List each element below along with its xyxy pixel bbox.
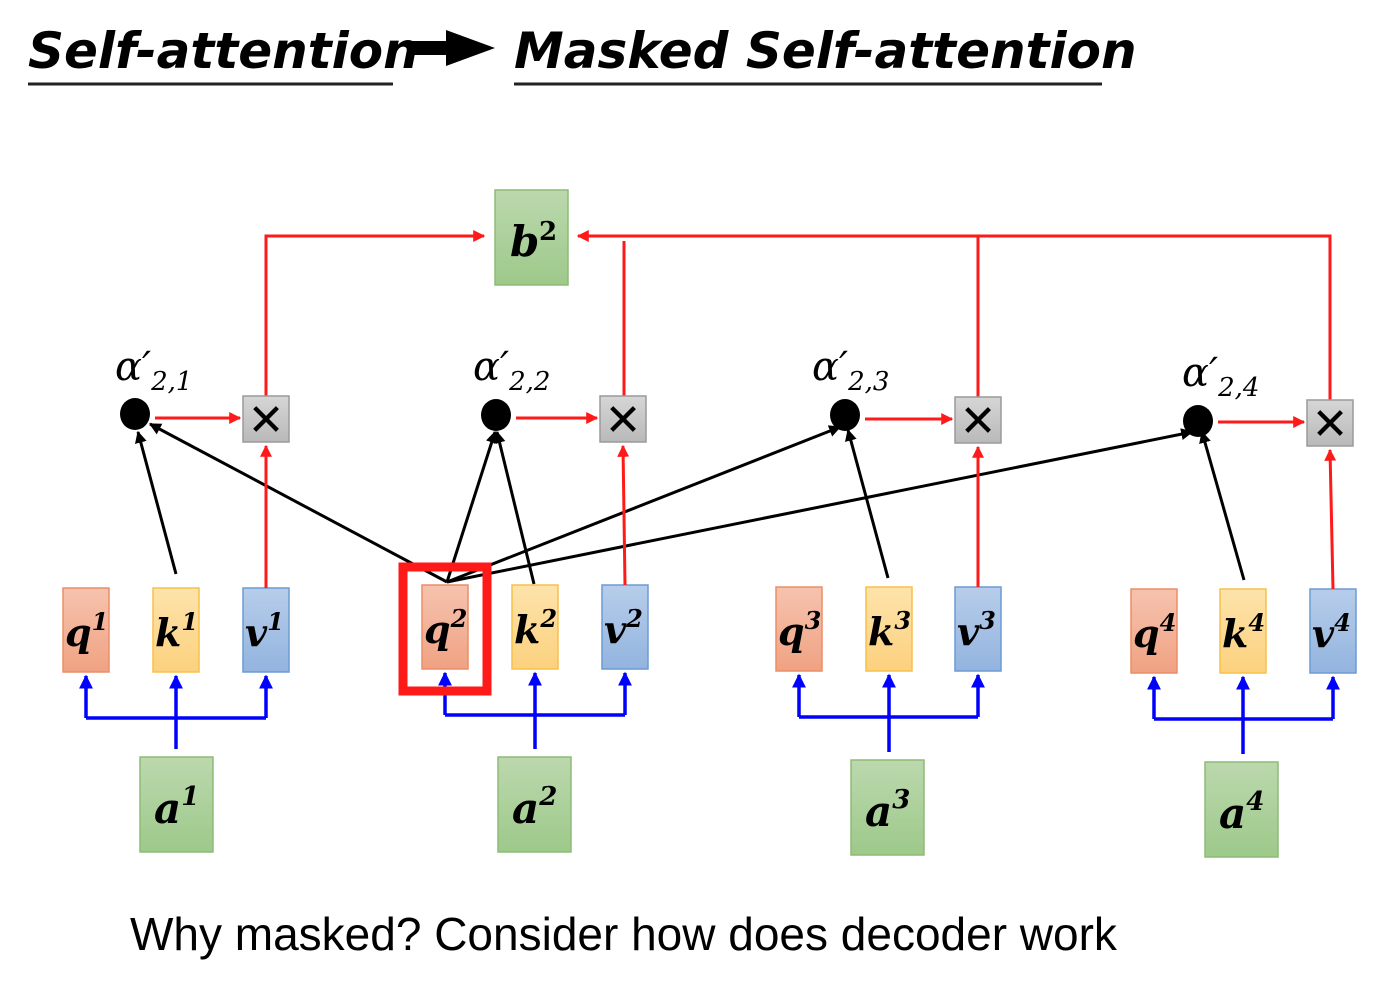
k1-to-alpha21 bbox=[134, 430, 178, 575]
title-self-attention: Self-attention bbox=[28, 22, 419, 80]
title-masked-self-attention: Masked Self-attention bbox=[514, 22, 1137, 80]
input-box-3: a3 bbox=[850, 759, 925, 856]
value-box-4-index: 4 bbox=[1334, 608, 1351, 637]
query-box-1-index: 1 bbox=[92, 607, 109, 636]
value-box-2-label: v2 bbox=[604, 604, 643, 652]
input-box-2-index: 2 bbox=[538, 782, 557, 812]
flow-x1-to-b2 bbox=[264, 230, 486, 397]
value-box-3-label: v3 bbox=[957, 606, 996, 654]
key-box-1: k1 bbox=[152, 587, 200, 673]
attention-weight-dot-2 bbox=[481, 399, 511, 431]
query-box-2: q2 bbox=[421, 584, 469, 670]
k2-to-alpha22 bbox=[493, 430, 536, 585]
input-box-2: a2 bbox=[497, 756, 572, 853]
svg-text:✕: ✕ bbox=[960, 396, 997, 447]
column-3: q3 k3 v3 a3 α′2,3 ✕ bbox=[775, 344, 1002, 856]
attention-weight-label-4: α′2,4 bbox=[1182, 350, 1259, 403]
k4-to-alpha24 bbox=[1199, 430, 1246, 581]
svg-text:✕: ✕ bbox=[248, 395, 285, 446]
key-box-4-index: 4 bbox=[1248, 608, 1265, 637]
q2-to-alpha22 bbox=[445, 430, 498, 583]
token-columns: q1 k1 v1 a1 α′2,1 ✕ q2 k2 v2 a2 α′2,2 ✕ q3 k3 v3 a3 α′2,… bbox=[62, 344, 1357, 858]
key-box-3-label: k3 bbox=[868, 606, 911, 654]
value-box-1-label: v1 bbox=[245, 607, 284, 655]
output-symbol: b bbox=[510, 217, 539, 266]
weighted-sum-flow bbox=[264, 230, 1332, 400]
key-box-4: k4 bbox=[1219, 588, 1267, 674]
svg-text:✕: ✕ bbox=[1312, 399, 1349, 450]
output-index: 2 bbox=[539, 217, 557, 247]
svg-text:✕: ✕ bbox=[605, 395, 642, 446]
key-box-1-index: 1 bbox=[181, 607, 198, 636]
value-box-2: v2 bbox=[601, 584, 649, 670]
attention-weight-sub-1: 2,1 bbox=[150, 367, 192, 397]
attention-weight-dot-3 bbox=[830, 399, 860, 431]
flow-x4-to-b2 bbox=[576, 230, 1332, 400]
input-box-1: a1 bbox=[139, 756, 214, 853]
q2-to-alpha21 bbox=[148, 422, 448, 584]
input-box-4-index: 4 bbox=[1246, 787, 1264, 817]
attention-weight-dot-4 bbox=[1183, 405, 1213, 437]
key-box-2-index: 2 bbox=[539, 604, 557, 633]
multiply-icon-2: ✕ bbox=[599, 395, 647, 446]
value-box-1: v1 bbox=[242, 587, 290, 673]
arrow-right-icon bbox=[410, 30, 495, 66]
input-box-1-index: 1 bbox=[181, 782, 199, 812]
query-box-4-label: q4 bbox=[1133, 608, 1176, 656]
q2-to-alpha23 bbox=[446, 425, 842, 584]
key-box-4-label: k4 bbox=[1222, 608, 1265, 656]
value-box-2-index: 2 bbox=[625, 604, 643, 633]
attention-score-flow bbox=[134, 422, 1246, 585]
attention-weight-sub-3: 2,3 bbox=[847, 367, 889, 397]
attention-weight-label-2: α′2,2 bbox=[473, 344, 550, 397]
input-box-3-index: 3 bbox=[892, 785, 910, 815]
value-box-3-index: 3 bbox=[979, 606, 996, 635]
input-box-2-label: a2 bbox=[512, 782, 557, 833]
input-box-4: a4 bbox=[1204, 761, 1279, 858]
slide-title: Self-attention Masked Self-attention bbox=[28, 22, 1137, 86]
attention-weight-sub-4: 2,4 bbox=[1217, 373, 1259, 403]
column-4: q4 k4 v4 a4 α′2,4 ✕ bbox=[1130, 350, 1357, 858]
attention-weight-label-1: α′2,1 bbox=[115, 344, 192, 397]
query-box-4-index: 4 bbox=[1160, 608, 1177, 637]
query-box-3-index: 3 bbox=[805, 606, 822, 635]
value-box-3: v3 bbox=[954, 586, 1002, 672]
key-box-3-index: 3 bbox=[894, 606, 911, 635]
query-box-3: q3 bbox=[775, 586, 823, 672]
k3-to-alpha23 bbox=[845, 428, 890, 579]
attention-weight-sub-2: 2,2 bbox=[508, 367, 550, 397]
caption: Why masked? Consider how does decoder wo… bbox=[130, 908, 1118, 960]
multiply-icon-1: ✕ bbox=[242, 395, 290, 446]
query-box-1-label: q1 bbox=[65, 607, 108, 655]
value-to-multiply-2 bbox=[617, 444, 630, 586]
query-box-2-index: 2 bbox=[450, 604, 468, 633]
value-box-4: v4 bbox=[1309, 588, 1357, 674]
attention-weight-dot-1 bbox=[120, 398, 150, 430]
key-box-2: k2 bbox=[511, 584, 559, 670]
column-1: q1 k1 v1 a1 α′2,1 ✕ bbox=[62, 344, 290, 853]
query-box-4: q4 bbox=[1130, 588, 1178, 674]
multiply-icon-3: ✕ bbox=[954, 396, 1002, 447]
column-2: q2 k2 v2 a2 α′2,2 ✕ bbox=[421, 344, 649, 853]
value-box-1-index: 1 bbox=[267, 607, 284, 636]
attention-weight-label-3: α′2,3 bbox=[812, 344, 889, 397]
value-box-4-label: v4 bbox=[1312, 608, 1351, 656]
output-b2: b 2 bbox=[494, 189, 569, 286]
key-box-3: k3 bbox=[865, 586, 913, 672]
q2-to-alpha24 bbox=[446, 428, 1194, 584]
q2-highlight-box bbox=[398, 562, 492, 696]
query-box-1: q1 bbox=[62, 587, 110, 673]
multiply-icon-4: ✕ bbox=[1306, 399, 1354, 450]
value-to-multiply-4 bbox=[1324, 448, 1337, 590]
